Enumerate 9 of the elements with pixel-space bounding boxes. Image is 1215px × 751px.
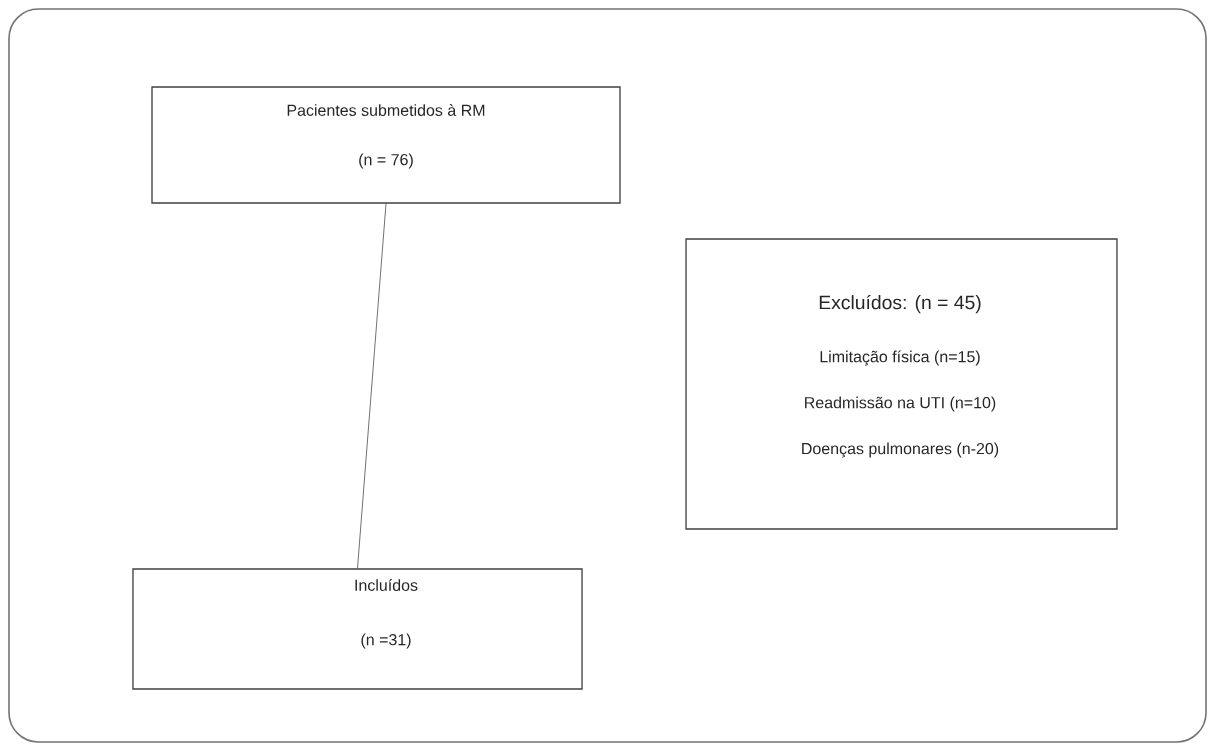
box-heading: Pacientes submetidos à RM — [287, 104, 485, 116]
box-heading: Excluídos: (n = 45) — [819, 294, 981, 314]
box-text: Doenças pulmonares (n-20) — [802, 442, 999, 458]
box-heading: Incluídos — [355, 579, 418, 591]
box-text: Readmissão na UTI (n=10) — [805, 396, 996, 412]
box-text: (n = 76) — [359, 153, 413, 169]
connector-line — [357, 203, 387, 569]
box-text: (n =31) — [361, 633, 411, 649]
box-text: Limitação física (n=15) — [820, 350, 980, 366]
